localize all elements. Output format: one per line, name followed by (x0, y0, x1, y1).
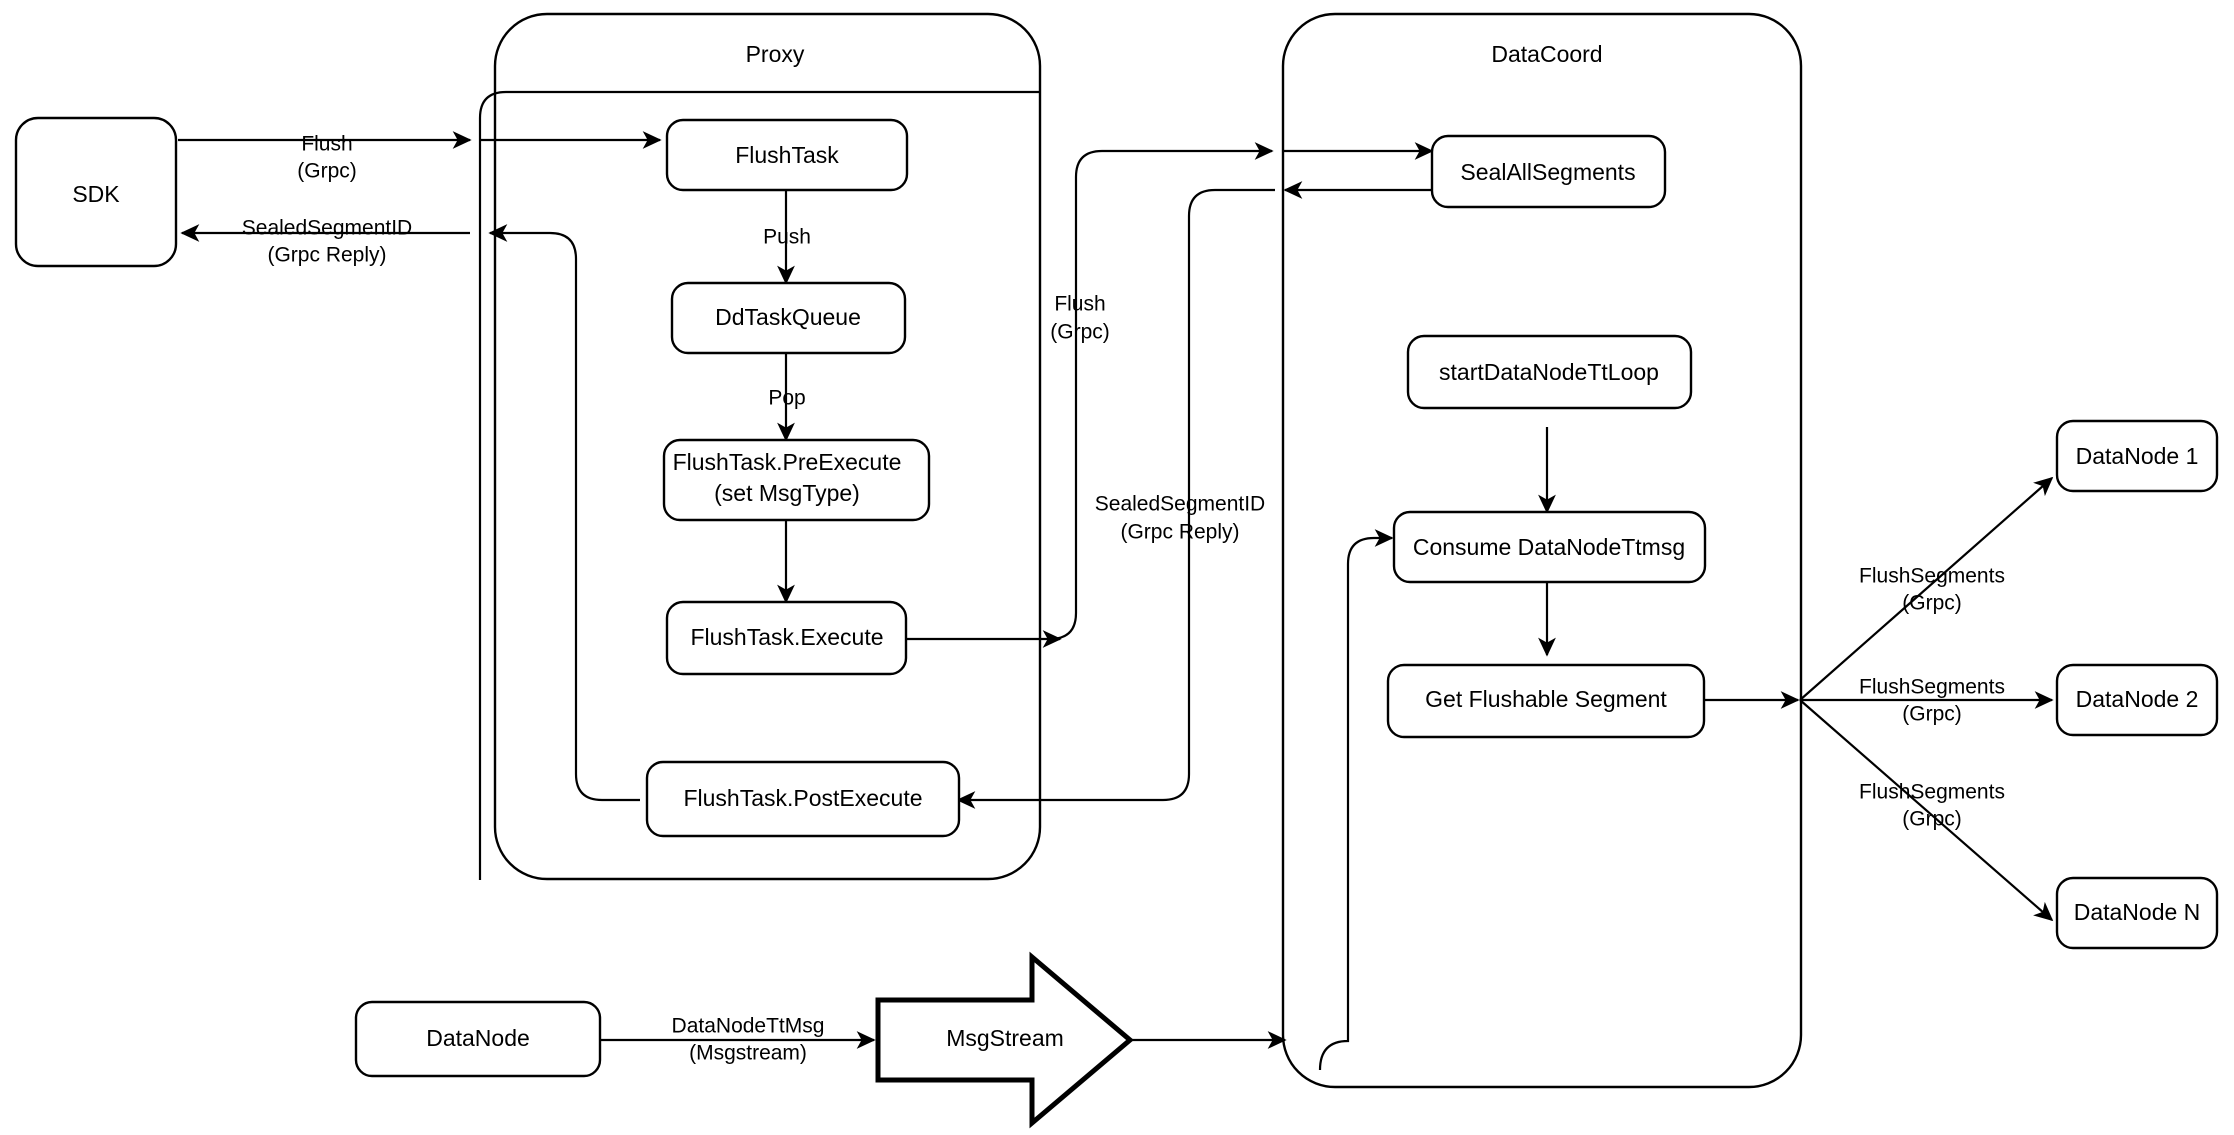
node-flushtask-preexecute[interactable]: FlushTask.PreExecute (set MsgType) (662, 438, 931, 522)
container-proxy: Proxy (493, 12, 1042, 881)
node-consume-datanodettmsg[interactable]: Consume DataNodeTtmsg (1392, 510, 1707, 584)
sdk-box[interactable] (14, 116, 178, 268)
edge-label-flush-sdk: Flush (Grpc) (297, 133, 357, 183)
datanode2-box[interactable] (2055, 663, 2219, 737)
datanoden-box[interactable] (2055, 876, 2219, 950)
flushsegments2-line1: FlushSegments (1859, 676, 2005, 699)
node-flushtask-execute[interactable]: FlushTask.Execute (665, 600, 908, 676)
edge-fanout-to-datanode1 (1799, 476, 2054, 701)
edge-label-flush-mid: Flush (Grpc) (1050, 293, 1110, 344)
sealed-mid-line1: SealedSegmentID (1095, 493, 1265, 516)
edge-label-sealed-mid: SealedSegmentID (Grpc Reply) (1095, 493, 1265, 544)
node-sdk[interactable]: SDK (14, 116, 178, 268)
preexecute-label-line2: (set MsgType) (714, 480, 860, 506)
flushtask-label: FlushTask (735, 142, 839, 168)
edge-label-flushsegments-2: FlushSegments (Grpc) (1859, 676, 2005, 726)
get-flushable-segment-label: Get Flushable Segment (1425, 686, 1667, 712)
datacoord-container-border (1281, 12, 1803, 1089)
edge-proxy-left-bus (478, 90, 1040, 880)
edge-label-flushsegments-1: FlushSegments (Grpc) (1859, 565, 2005, 615)
datanode2-label: DataNode 2 (2076, 686, 2199, 712)
flushsegments1-line1: FlushSegments (1859, 565, 2005, 588)
proxy-container-label: Proxy (746, 41, 805, 67)
sealallsegments-label: SealAllSegments (1460, 159, 1635, 185)
container-datacoord: DataCoord (1281, 12, 1803, 1089)
get-flushable-segment-box[interactable] (1386, 663, 1706, 739)
sealed-sdk-line2: (Grpc Reply) (267, 244, 386, 267)
flushsegmentsn-line1: FlushSegments (1859, 781, 2005, 804)
datacoord-container-label: DataCoord (1491, 41, 1602, 67)
preexecute-box[interactable] (662, 438, 931, 522)
node-msgstream[interactable]: MsgStream (875, 951, 1134, 1129)
postexecute-label: FlushTask.PostExecute (683, 785, 922, 811)
edge-label-pop: Pop (768, 387, 805, 410)
datanode-bottom-label: DataNode (426, 1025, 530, 1051)
datanode-bottom-box[interactable] (354, 1000, 602, 1078)
ddtaskqueue-box[interactable] (670, 281, 907, 355)
flushsegments2-line2: (Grpc) (1902, 703, 1962, 726)
flush-mid-line2: (Grpc) (1050, 321, 1110, 344)
datanode1-label: DataNode 1 (2076, 443, 2199, 469)
ddtaskqueue-label: DdTaskQueue (715, 304, 861, 330)
datanodettmsg-line1: DataNodeTtMsg (672, 1015, 825, 1038)
push-label: Push (763, 226, 811, 249)
proxy-container-border (493, 12, 1042, 881)
flushsegments1-line2: (Grpc) (1902, 592, 1962, 615)
node-datanode-n[interactable]: DataNode N (2055, 876, 2219, 950)
flushtask-box[interactable] (665, 118, 909, 192)
node-flushtask[interactable]: FlushTask (665, 118, 909, 192)
sealallsegments-box[interactable] (1430, 134, 1667, 209)
flush-sdk-line2: (Grpc) (297, 160, 357, 183)
flushsegmentsn-line2: (Grpc) (1902, 808, 1962, 831)
edge-datacoord-sealed-to-postexecute (956, 188, 1275, 809)
node-sealallsegments[interactable]: SealAllSegments (1430, 134, 1667, 209)
node-datanode-2[interactable]: DataNode 2 (2055, 663, 2219, 737)
sealed-sdk-line1: SealedSegmentID (242, 217, 412, 240)
sealed-mid-line2: (Grpc Reply) (1120, 521, 1239, 544)
edge-label-push: Push (763, 226, 811, 249)
startdatanodettloop-label: startDataNodeTtLoop (1439, 359, 1659, 385)
postexecute-box[interactable] (645, 760, 961, 838)
msgstream-chevron[interactable] (875, 951, 1134, 1129)
edge-label-sealed-sdk: SealedSegmentID (Grpc Reply) (242, 217, 412, 267)
execute-label: FlushTask.Execute (690, 624, 883, 650)
consume-datanodettmsg-box[interactable] (1392, 510, 1707, 584)
node-ddtaskqueue[interactable]: DdTaskQueue (670, 281, 907, 355)
consume-datanodettmsg-label: Consume DataNodeTtmsg (1413, 534, 1685, 560)
flush-mid-line1: Flush (1054, 293, 1105, 316)
execute-box[interactable] (665, 600, 908, 676)
datanode1-box[interactable] (2055, 419, 2219, 493)
edge-midbus-flush-to-datacoord (1049, 142, 1274, 641)
msgstream-label: MsgStream (946, 1025, 1064, 1051)
pop-label: Pop (768, 387, 805, 410)
node-datanode-bottom[interactable]: DataNode (354, 1000, 602, 1078)
edge-postexecute-to-sdk-loop (488, 224, 640, 802)
edge-label-datanodettmsg: DataNodeTtMsg (Msgstream) (672, 1015, 825, 1065)
startdatanodettloop-box[interactable] (1406, 334, 1693, 410)
edge-fanout-to-datanoden (1799, 699, 2054, 922)
sdk-label: SDK (72, 181, 120, 207)
node-get-flushable-segment[interactable]: Get Flushable Segment (1386, 663, 1706, 739)
datanodettmsg-line2: (Msgstream) (689, 1042, 807, 1065)
flush-sdk-line1: Flush (301, 133, 352, 156)
edge-msgstream-bus-to-consume (1318, 529, 1394, 1071)
node-startdatanodettloop[interactable]: startDataNodeTtLoop (1406, 334, 1693, 410)
node-flushtask-postexecute[interactable]: FlushTask.PostExecute (645, 760, 961, 838)
datanoden-label: DataNode N (2074, 899, 2201, 925)
node-datanode-1[interactable]: DataNode 1 (2055, 419, 2219, 493)
preexecute-label-line1: FlushTask.PreExecute (673, 449, 902, 475)
edge-label-flushsegments-n: FlushSegments (Grpc) (1859, 781, 2005, 831)
